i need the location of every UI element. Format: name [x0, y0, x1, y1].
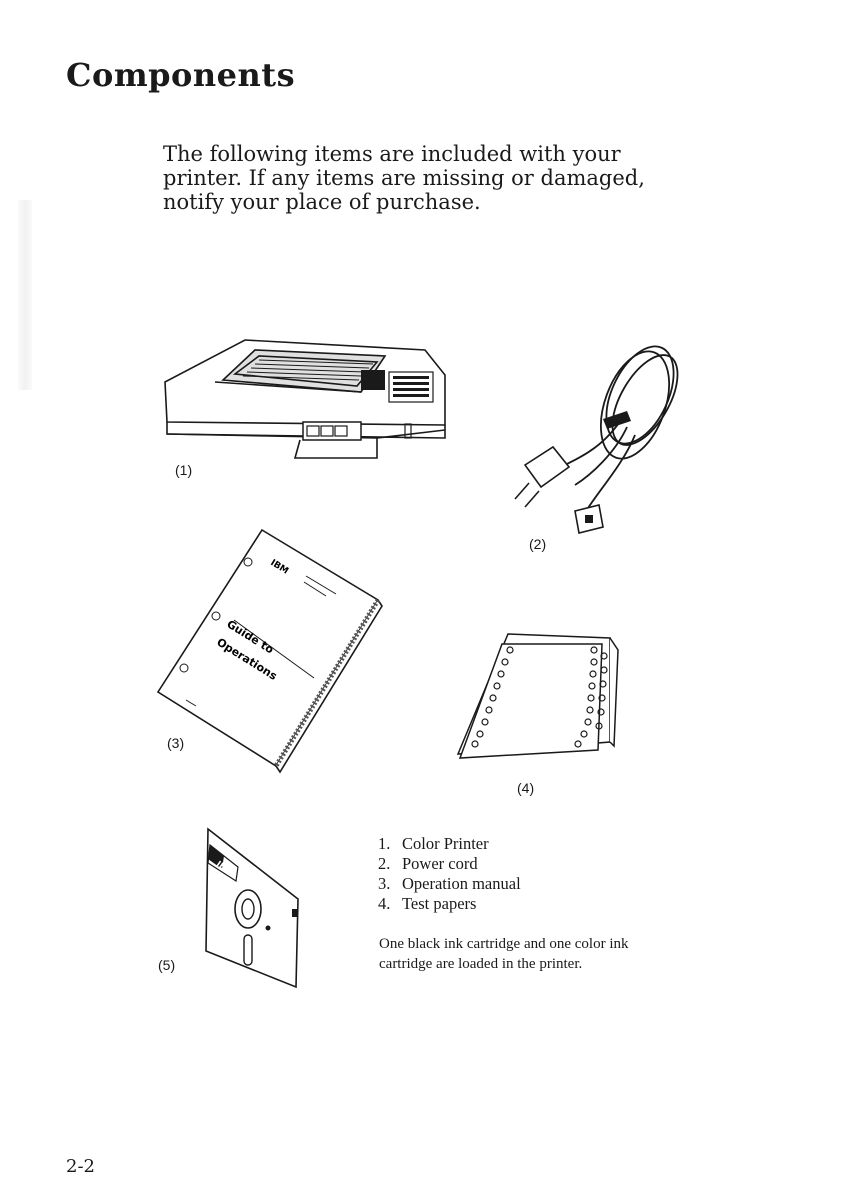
figure-label-1: (1): [175, 462, 193, 478]
intro-paragraph: The following items are included with yo…: [163, 142, 645, 214]
cartridge-note: One black ink cartridge and one color in…: [379, 936, 629, 972]
power-cord-icon: [514, 345, 679, 534]
list-item: 2.Power cord: [378, 854, 478, 873]
figure-label-5: (5): [158, 957, 176, 973]
list-item: 3.Operation manual: [378, 874, 521, 893]
page-number: 2-2: [66, 1156, 95, 1177]
components-list: 1.Color Printer 2.Power cord 3.Operation…: [378, 834, 521, 914]
list-item: 4.Test papers: [378, 894, 477, 913]
binding-shadow: [18, 200, 32, 390]
printer-icon: [164, 339, 446, 459]
list-item: 1.Color Printer: [378, 834, 489, 853]
diskette-icon: IBM: [205, 827, 299, 989]
figure-label-4: (4): [517, 780, 535, 796]
page-title: Components: [66, 56, 296, 94]
manual-icon: IBM Guide to Operations: [156, 528, 383, 774]
figure-label-2: (2): [529, 536, 547, 552]
paper-icon: [456, 633, 619, 759]
figure-label-3: (3): [167, 735, 185, 751]
